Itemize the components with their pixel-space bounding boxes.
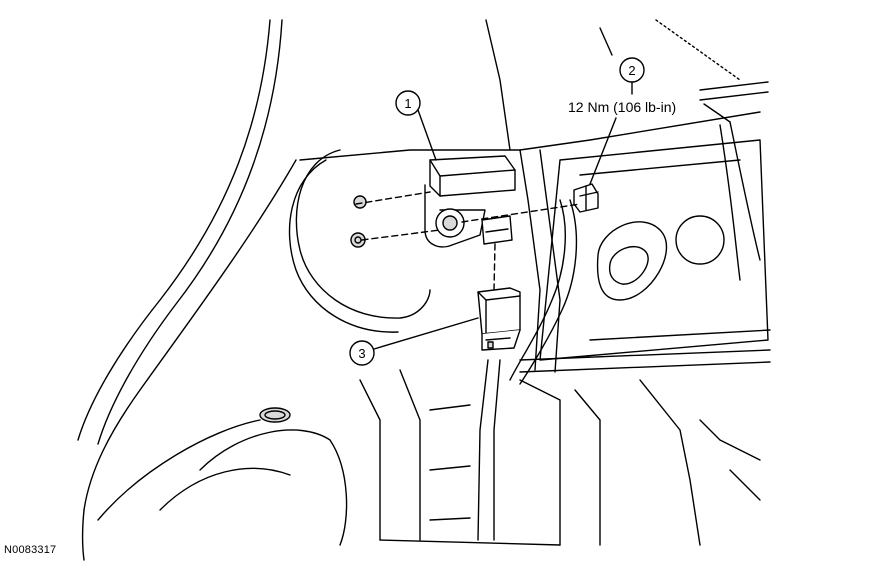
electrical-connector [477, 287, 521, 351]
upper-structure [299, 19, 769, 281]
callout-1-leader [417, 109, 437, 161]
callout-3-leader [373, 317, 479, 350]
callout-1-circle [395, 90, 421, 116]
ford-oval-logo [259, 407, 291, 423]
callout-3-label: 3 [358, 346, 365, 361]
torque-specification: 12 Nm (106 lb-in) [568, 99, 676, 115]
mounting-bracket [519, 139, 771, 373]
callout-2-label: 2 [628, 63, 635, 78]
callout-3: 3 [349, 317, 479, 366]
body-side-panel [77, 19, 297, 561]
lower-structure [159, 369, 761, 546]
callout-1-label: 1 [404, 96, 411, 111]
sensor-component [424, 155, 516, 248]
installation-guide-lines [355, 191, 581, 291]
callout-2-leader [589, 117, 617, 185]
support-and-wiring [477, 149, 578, 541]
callout-2: 2 [589, 57, 645, 185]
callout-3-circle [349, 340, 375, 366]
figure-identifier: N0083317 [4, 544, 57, 556]
mounting-bolt [573, 183, 599, 213]
speaker-recess [288, 149, 431, 333]
callout-1: 1 [395, 90, 437, 161]
